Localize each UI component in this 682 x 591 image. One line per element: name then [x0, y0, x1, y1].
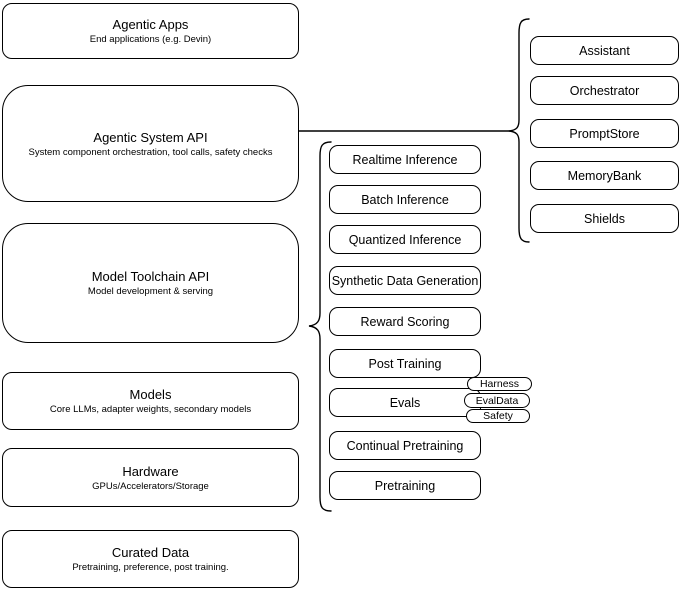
- node-subtitle: Model development & serving: [87, 286, 214, 297]
- node-title: Hardware: [122, 463, 179, 479]
- node-memorybank: MemoryBank: [530, 161, 679, 190]
- node-title: Agentic Apps: [112, 17, 189, 32]
- node-label: Orchestrator: [569, 83, 640, 98]
- node-label: Post Training: [368, 356, 442, 371]
- node-agentic-apps: Agentic Apps End applications (e.g. Devi…: [2, 3, 299, 59]
- node-post-training: Post Training: [329, 349, 481, 378]
- node-subtitle: Pretraining, preference, post training.: [72, 562, 229, 573]
- node-pretraining: Pretraining: [329, 471, 481, 500]
- node-label: Reward Scoring: [360, 314, 450, 329]
- badge-safety: Safety: [466, 409, 530, 423]
- badge-label: Harness: [479, 378, 520, 390]
- system-components-brace: [507, 18, 530, 243]
- toolchain-components-brace: [308, 141, 332, 512]
- node-label: Batch Inference: [361, 192, 449, 207]
- node-title: Models: [129, 387, 172, 402]
- node-hardware: Hardware GPUs/Accelerators/Storage: [2, 448, 299, 507]
- node-subtitle: Core LLMs, adapter weights, secondary mo…: [49, 404, 252, 415]
- node-title: Curated Data: [111, 545, 190, 560]
- node-promptstore: PromptStore: [530, 119, 679, 148]
- node-synthetic-data-generation: Synthetic Data Generation: [329, 266, 481, 295]
- node-shields: Shields: [530, 204, 679, 233]
- badge-label: EvalData: [475, 394, 519, 407]
- node-label: Pretraining: [374, 478, 436, 493]
- node-label: Realtime Inference: [352, 152, 458, 167]
- node-label: Synthetic Data Generation: [331, 273, 479, 288]
- badge-harness: Harness: [467, 377, 532, 391]
- badge-evaldata: EvalData: [464, 393, 530, 408]
- node-label: MemoryBank: [567, 168, 642, 183]
- node-realtime-inference: Realtime Inference: [329, 145, 481, 174]
- badge-label: Safety: [483, 410, 513, 422]
- node-subtitle: GPUs/Accelerators/Storage: [92, 480, 209, 492]
- node-evals: Evals: [329, 388, 481, 417]
- node-label: Shields: [584, 211, 625, 226]
- node-curated-data: Curated Data Pretraining, preference, po…: [2, 530, 299, 588]
- node-reward-scoring: Reward Scoring: [329, 307, 481, 336]
- node-subtitle: End applications (e.g. Devin): [89, 34, 212, 45]
- node-assistant: Assistant: [530, 36, 679, 65]
- node-models: Models Core LLMs, adapter weights, secon…: [2, 372, 299, 430]
- node-agentic-system-api: Agentic System API System component orch…: [2, 85, 299, 202]
- node-label: PromptStore: [569, 126, 640, 141]
- node-title: Model Toolchain API: [91, 269, 210, 284]
- node-subtitle: System component orchestration, tool cal…: [28, 146, 273, 158]
- node-continual-pretraining: Continual Pretraining: [329, 431, 481, 460]
- node-label: Evals: [389, 395, 421, 410]
- node-quantized-inference: Quantized Inference: [329, 225, 481, 254]
- node-model-toolchain-api: Model Toolchain API Model development & …: [2, 223, 299, 343]
- node-label: Quantized Inference: [348, 232, 462, 247]
- node-batch-inference: Batch Inference: [329, 185, 481, 214]
- node-label: Continual Pretraining: [346, 438, 464, 453]
- node-orchestrator: Orchestrator: [530, 76, 679, 105]
- node-title: Agentic System API: [93, 129, 208, 145]
- node-label: Assistant: [579, 43, 630, 58]
